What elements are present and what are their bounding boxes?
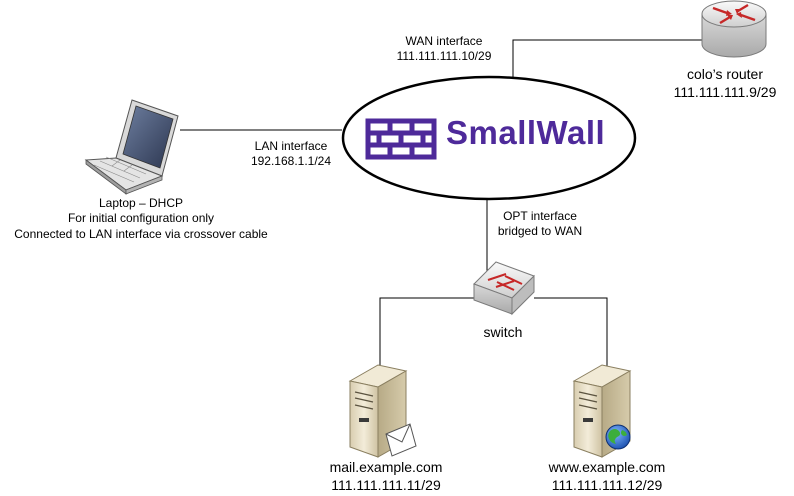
router-icon[interactable] [701, 0, 767, 58]
firewall-node[interactable] [341, 75, 637, 201]
router-name: colo’s router [686, 66, 763, 82]
mail-server-icon[interactable] [348, 364, 417, 458]
web-server-ip: 111.111.111.12/29 [551, 476, 663, 493]
wan-interface-ip: 111.111.111.10/29 [396, 49, 492, 64]
switch-to-mail-link [379, 297, 474, 370]
mail-server-ip: 111.111.111.11/29 [331, 476, 441, 493]
lan-interface-ip: 192.168.1.1/24 [250, 154, 332, 169]
opt-interface-note: bridged to WAN [497, 224, 583, 239]
router-ip: 111.111.111.9/29 [673, 83, 777, 100]
globe-icon [605, 424, 631, 450]
laptop-purpose: For initial configuration only [67, 211, 215, 226]
firewall-brand-name: SmallWall [446, 114, 606, 151]
lan-interface-label: LAN interface 192.168.1.1/24 [236, 139, 346, 170]
brick-wall-icon [365, 118, 437, 160]
wan-link [512, 39, 705, 77]
mail-server-hostname: mail.example.com [329, 459, 443, 475]
lan-interface-name: LAN interface [254, 139, 328, 153]
opt-interface-label: OPT interface bridged to WAN [480, 209, 600, 240]
laptop-icon[interactable] [84, 99, 179, 195]
switch-icon[interactable] [473, 261, 535, 316]
connection-lines [180, 39, 705, 370]
wan-interface-name: WAN interface [405, 34, 483, 48]
web-server-label: www.example.com 111.111.111.12/29 [527, 459, 687, 495]
web-server-hostname: www.example.com [548, 459, 666, 475]
web-server-icon[interactable] [572, 364, 632, 458]
laptop-label: Laptop – DHCP For initial configuration … [0, 196, 282, 242]
switch-to-web-link [534, 297, 608, 370]
router-label: colo’s router 111.111.111.9/29 [655, 66, 794, 102]
firewall-ellipse [341, 75, 637, 201]
envelope-icon [385, 423, 417, 457]
opt-interface-name: OPT interface [503, 209, 577, 223]
switch-label: switch [483, 324, 523, 340]
wan-interface-label: WAN interface 111.111.111.10/29 [384, 34, 504, 65]
mail-server-label: mail.example.com 111.111.111.11/29 [306, 459, 466, 495]
laptop-name: Laptop – DHCP [98, 196, 184, 210]
laptop-connection: Connected to LAN interface via crossover… [14, 226, 268, 241]
